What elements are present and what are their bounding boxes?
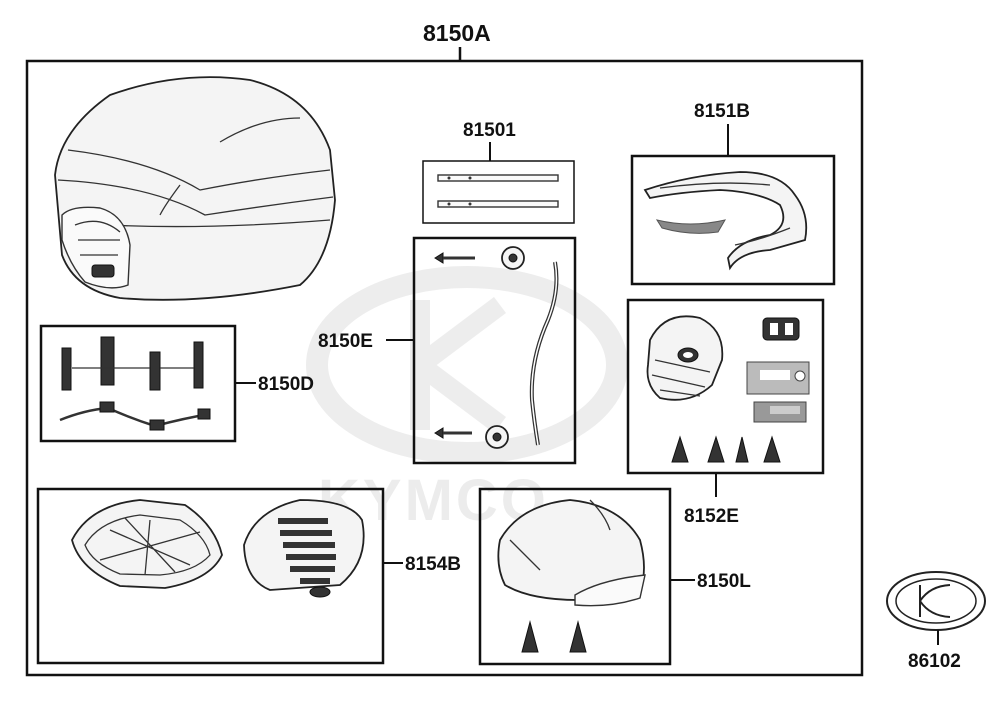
label-handle-set: 8150E	[318, 331, 373, 352]
main-kit-frame	[25, 59, 864, 677]
handle-set-group: 8150E	[318, 236, 577, 465]
base-plate-group: 8154B	[36, 487, 461, 665]
lid-cover-group: 8150L	[478, 487, 751, 666]
lock-set-group: 8152E	[626, 298, 825, 527]
reflector-strip-group: 81501	[422, 120, 575, 224]
top-case-illustration	[54, 76, 336, 301]
label-mount-bolts: 8150D	[258, 374, 314, 395]
label-lid-cover: 8150L	[697, 571, 751, 592]
lid-trim-group: 8151B	[630, 101, 836, 286]
label-base-plate: 8154B	[405, 554, 461, 575]
label-lock-set: 8152E	[684, 506, 739, 527]
label-main-kit: 8150A	[423, 20, 491, 46]
watermark-logo: KYMCO	[306, 266, 628, 533]
label-reflector-strip: 81501	[463, 120, 516, 141]
emblem-group: 86102	[886, 571, 986, 672]
mount-bolts-group: 8150D	[39, 324, 314, 443]
label-emblem: 86102	[908, 651, 961, 672]
label-lid-trim: 8151B	[694, 101, 750, 122]
